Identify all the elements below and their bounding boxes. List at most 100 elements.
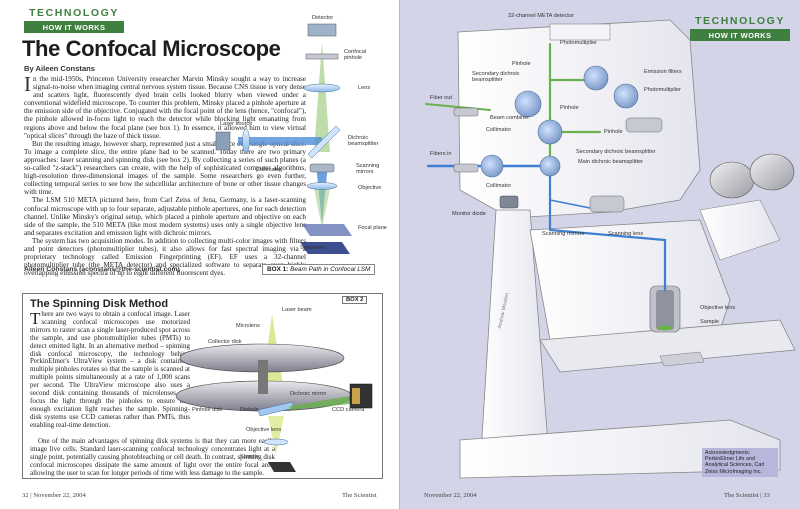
meta-detector-housing (549, 23, 611, 41)
label-secondary-dichroic-2: Secondary dichroic beamsplitter (576, 149, 656, 155)
box1-label-confocal-pinhole: Confocal pinhole (344, 49, 367, 61)
box2-label-objective-lens: Objective lens (246, 427, 282, 433)
label-scanning-mirrors: Scanning mirrors (542, 231, 585, 237)
label-fibers-in: Fibers in (430, 151, 452, 157)
beam-cone-upper (314, 42, 330, 152)
box2-spinning-disk-diagram (175, 314, 373, 472)
confocal-pinhole-shape (305, 53, 339, 60)
label-main-dichroic: Main dichroic beamsplitter (578, 159, 643, 165)
specimen-shape (300, 242, 350, 254)
right-section-tag-bottom: HOW IT WORKS (690, 29, 790, 41)
excitation-beam-lower (268, 416, 284, 454)
ccd-camera-face (352, 388, 360, 404)
label-pinhole-3: Pinhole (604, 129, 623, 135)
beam-laser-horizontal (238, 137, 322, 145)
byline: By Aileen Constans (24, 64, 96, 73)
left-footer-page: 32 | November 22, 2004 (22, 492, 86, 499)
article-title: The Confocal Microscope (22, 36, 281, 61)
lsm-510-microscope-illustration (425, 19, 796, 479)
box2-paragraph-2: One of the main advantages of spinning d… (30, 437, 275, 477)
right-footer-page-number: 33 (763, 492, 770, 499)
box1-label-laser-source: Laser source (220, 121, 253, 127)
left-footer-date: November 22, 2004 (33, 492, 86, 499)
disk-shaft (258, 360, 268, 394)
stage-plate (539, 319, 796, 373)
label-fiber-out: Fiber out (430, 95, 453, 101)
collimator-lens-shape (242, 128, 250, 154)
dichroic-shape (307, 125, 341, 159)
lens-shape (303, 83, 341, 93)
box1-label-objective: Objective (358, 185, 382, 191)
box2-label-laser-beam: Laser beam (282, 307, 312, 313)
box2-label-dichroic-mirror: Dichroic mirror (290, 391, 327, 397)
label-meta-detector: 32-channel META detector (508, 13, 574, 19)
beam-cone-specimen (313, 184, 331, 228)
box2-label-microlens: Microlens (236, 323, 260, 329)
box2-body-wide: One of the main advantages of spinning d… (30, 437, 275, 478)
label-scanning-lens: Scanning lens (608, 231, 644, 237)
box1-beam-path-diagram (215, 23, 352, 254)
box2-label-pinhole-disk: Pinhole disk (192, 407, 223, 413)
box2-label-sample: Sample (240, 454, 259, 460)
box1-label-focal-plane: Focal plane (358, 225, 387, 231)
page-gutter (399, 0, 400, 509)
label-monitor-diode: Monitor diode (452, 211, 486, 217)
objective-lens-glass (657, 325, 673, 331)
label-emission-filters: Emission filters (644, 69, 682, 75)
right-footer-magazine: The Scientist (724, 492, 759, 499)
box2-label-pinhole: Pinhole (240, 407, 259, 413)
scan-head-body (457, 19, 701, 219)
paragraph-3: The LSM 510 META pictured here, from Car… (24, 196, 306, 237)
label-photomultiplier-1: Photomultiplier (560, 40, 597, 46)
box2-label-collector-disk: Collector disk (208, 339, 242, 345)
right-footer-page: The Scientist | 33 (724, 492, 770, 499)
box1-label-specimen: Specimen (300, 245, 325, 251)
author-credit: Aileen Constans (aconstans@the-scientist… (24, 266, 180, 273)
optical-modules (453, 65, 663, 213)
section-tag-bottom: HOW IT WORKS (24, 21, 124, 33)
label-sample: Sample (700, 319, 719, 325)
detector-shape (307, 23, 337, 37)
objective-barrel (656, 290, 674, 330)
scanning-mirror-shape (309, 163, 335, 173)
acknowledgments-box: Acknowledgments: PerkinElmer Life and An… (702, 448, 778, 477)
eyepieces (699, 153, 795, 261)
box1-caption: BOX 1: Beam Path in Confocal LSM (262, 264, 376, 275)
objective-lens-shape (263, 438, 289, 446)
label-collimator-1: Collimator (486, 127, 512, 133)
left-footer-page-number: 32 (22, 492, 29, 499)
box1-caption-prefix: BOX 1: (267, 266, 289, 273)
focal-plane-shape (302, 224, 352, 236)
sample-shape (268, 462, 296, 472)
box1-label-dichroic: Dichroic beamsplitter (348, 135, 379, 147)
label-pinhole-1: Pinhole (512, 61, 531, 67)
box2-label-ccd-camera: CCD camera (332, 407, 365, 413)
left-footer-magazine: The Scientist (342, 492, 377, 499)
label-beam-combiner: Beam combiner (490, 115, 530, 121)
box2-drop-cap: T (30, 309, 41, 328)
label-pinhole-2: Pinhole (560, 105, 579, 111)
label-collimator-2: Collimator (486, 183, 512, 189)
right-section-tag-top: TECHNOLOGY (690, 16, 790, 30)
emission-beam (290, 396, 350, 410)
box1-caption-text: Beam Path in Confocal LSM (290, 266, 371, 273)
right-section-tag: TECHNOLOGY HOW IT WORKS (690, 16, 790, 41)
box2-badge: BOX 2 (342, 296, 368, 304)
laser-source-shape (215, 131, 231, 151)
label-secondary-dichroic-1: Secondary dichroic beamsplitter (472, 71, 520, 83)
paragraph-4: The system has two acquisition modes. In… (24, 236, 306, 278)
label-objective-lens: Objective lens (700, 305, 736, 311)
box1-label-lens: Lens (358, 85, 371, 91)
drop-cap: I (24, 72, 31, 96)
box1-label-detector: Detector (312, 15, 334, 21)
objective-shape (306, 182, 338, 190)
right-footer-date: November 22, 2004 (424, 492, 477, 499)
stage-ring (659, 351, 705, 367)
stand-base (459, 419, 781, 479)
box2-title: The Spinning Disk Method (30, 298, 169, 310)
section-tag: TECHNOLOGY HOW IT WORKS (24, 8, 124, 33)
